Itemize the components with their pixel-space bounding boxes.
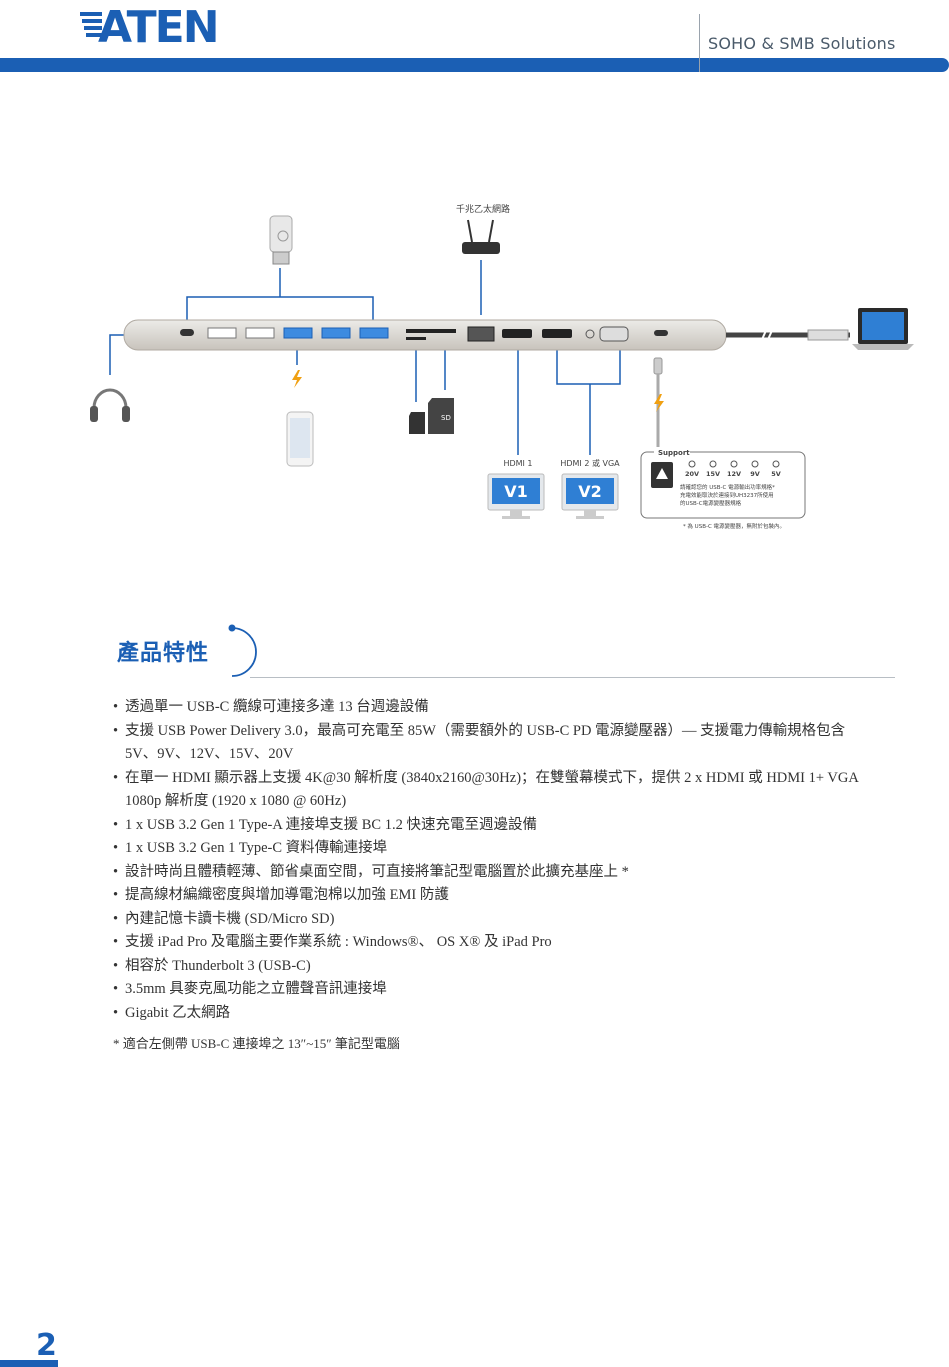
usb-a-port — [359, 327, 389, 339]
svg-text:的USB-C電源變壓器規格: 的USB-C電源變壓器規格 — [680, 499, 742, 507]
section-title: 產品特性 — [117, 641, 210, 666]
voltage-label: 20V — [685, 470, 699, 478]
page-number: 2 — [36, 1328, 57, 1363]
monitor-2-icon: V2 — [561, 473, 619, 519]
hdmi1-label: HDMI 1 — [503, 459, 532, 468]
feature-item: 提高線材編織密度與增加導電泡棉以加強 EMI 防護 — [113, 884, 903, 908]
footnote: * 適合左側帶 USB-C 連接埠之 13″~15″ 筆記型電腦 — [113, 1036, 400, 1051]
feature-list: 透過單一 USB-C 纜線可連接多達 13 台週邊設備 支援 USB Power… — [113, 696, 903, 1025]
svg-text:V2: V2 — [578, 482, 602, 501]
aten-logo: ATEN — [80, 2, 220, 48]
usb-a-port — [283, 327, 313, 339]
feature-item: 在單一 HDMI 顯示器上支援 4K@30 解析度 (3840x2160@30H… — [113, 767, 903, 814]
audio-jack — [585, 329, 595, 339]
voltage-check-icon — [751, 460, 759, 468]
headphones-icon — [90, 388, 130, 422]
docking-station — [123, 319, 727, 351]
usb-a-port — [245, 327, 275, 339]
router-icon — [462, 219, 500, 254]
header-bar — [0, 58, 949, 72]
svg-text:請確認您的 USB-C 電源輸出功率規格*: 請確認您的 USB-C 電源輸出功率規格* — [680, 483, 775, 491]
feature-item: 支援 USB Power Delivery 3.0，最高可充電至 85W（需要額… — [113, 720, 903, 767]
monitor-1-icon: V1 — [487, 473, 545, 519]
feature-item: 內建記憶卡讀卡機 (SD/Micro SD) — [113, 908, 903, 932]
feature-item: 透過單一 USB-C 纜線可連接多達 13 台週邊設備 — [113, 696, 903, 720]
feature-item: 3.5mm 具麥克風功能之立體聲音訊連接埠 — [113, 978, 903, 1002]
usb-a-port — [207, 327, 237, 339]
adapter-note: * 為 USB-C 電源變壓器，無附於包裝內。 — [683, 522, 785, 530]
usb-c-port — [180, 329, 194, 336]
hdmi-port — [502, 329, 532, 338]
voltage-check-icon — [730, 460, 738, 468]
laptop-icon — [852, 308, 914, 350]
connection-diagram: 千兆乙太網路 SD HDMI 1 HDMI 2 或 VGA V1 V2 — [90, 203, 914, 530]
micro-sd-card-icon — [409, 412, 425, 434]
section-arc-decoration — [228, 624, 257, 677]
header-tagline: SOHO & SMB Solutions — [708, 34, 896, 53]
feature-item: 設計時尚且體積輕薄、節省桌面空間，可直接將筆記型電腦置於此擴充基座上 * — [113, 861, 903, 885]
charging-icon — [292, 370, 302, 388]
usb-flash-drive-icon — [269, 215, 293, 265]
voltage-check-icon — [709, 460, 717, 468]
voltage-label: 15V — [706, 470, 720, 478]
svg-text:V1: V1 — [504, 482, 528, 501]
vga-port — [599, 326, 629, 342]
feature-item: 1 x USB 3.2 Gen 1 Type-C 資料傳輸連接埠 — [113, 837, 903, 861]
voltage-list: 20V 15V 12V 9V 5V — [685, 460, 781, 478]
voltage-check-icon — [688, 460, 696, 468]
usb-a-port — [321, 327, 351, 339]
usb-c-pd-port — [654, 330, 668, 336]
voltage-label: 9V — [750, 470, 760, 478]
feature-item: 支援 iPad Pro 及電腦主要作業系統 : Windows®、 OS X® … — [113, 931, 903, 955]
sd-slot — [406, 329, 456, 333]
header-divider — [699, 14, 700, 72]
hdmi-port — [542, 329, 572, 338]
ethernet-port — [467, 326, 495, 342]
section-rule — [250, 677, 895, 678]
micro-sd-slot — [406, 337, 426, 340]
charging-icon — [654, 394, 664, 412]
voltage-label: 12V — [727, 470, 741, 478]
ethernet-label: 千兆乙太網路 — [456, 203, 510, 215]
feature-item: Gigabit 乙太網路 — [113, 1002, 903, 1026]
svg-text:充電效能取決於連接到UH3237所使用: 充電效能取決於連接到UH3237所使用 — [680, 491, 774, 499]
svg-text:SD: SD — [441, 414, 451, 422]
voltage-check-icon — [772, 460, 780, 468]
smartphone-icon — [286, 411, 314, 467]
logo-text: ATEN — [98, 2, 218, 48]
page-corner-bar — [0, 1360, 58, 1367]
svg-text:Support: Support — [658, 449, 690, 457]
voltage-label: 5V — [771, 470, 781, 478]
sd-card-icon: SD — [428, 398, 454, 434]
feature-item: 1 x USB 3.2 Gen 1 Type-A 連接埠支援 BC 1.2 快速… — [113, 814, 903, 838]
hdmi2-vga-label: HDMI 2 或 VGA — [560, 458, 620, 468]
power-support-box: Support 20V 15V 12V 9V 5V 請確認您的 USB-C 電源輸出功率… — [640, 447, 806, 519]
feature-item: 相容於 Thunderbolt 3 (USB-C) — [113, 955, 903, 979]
